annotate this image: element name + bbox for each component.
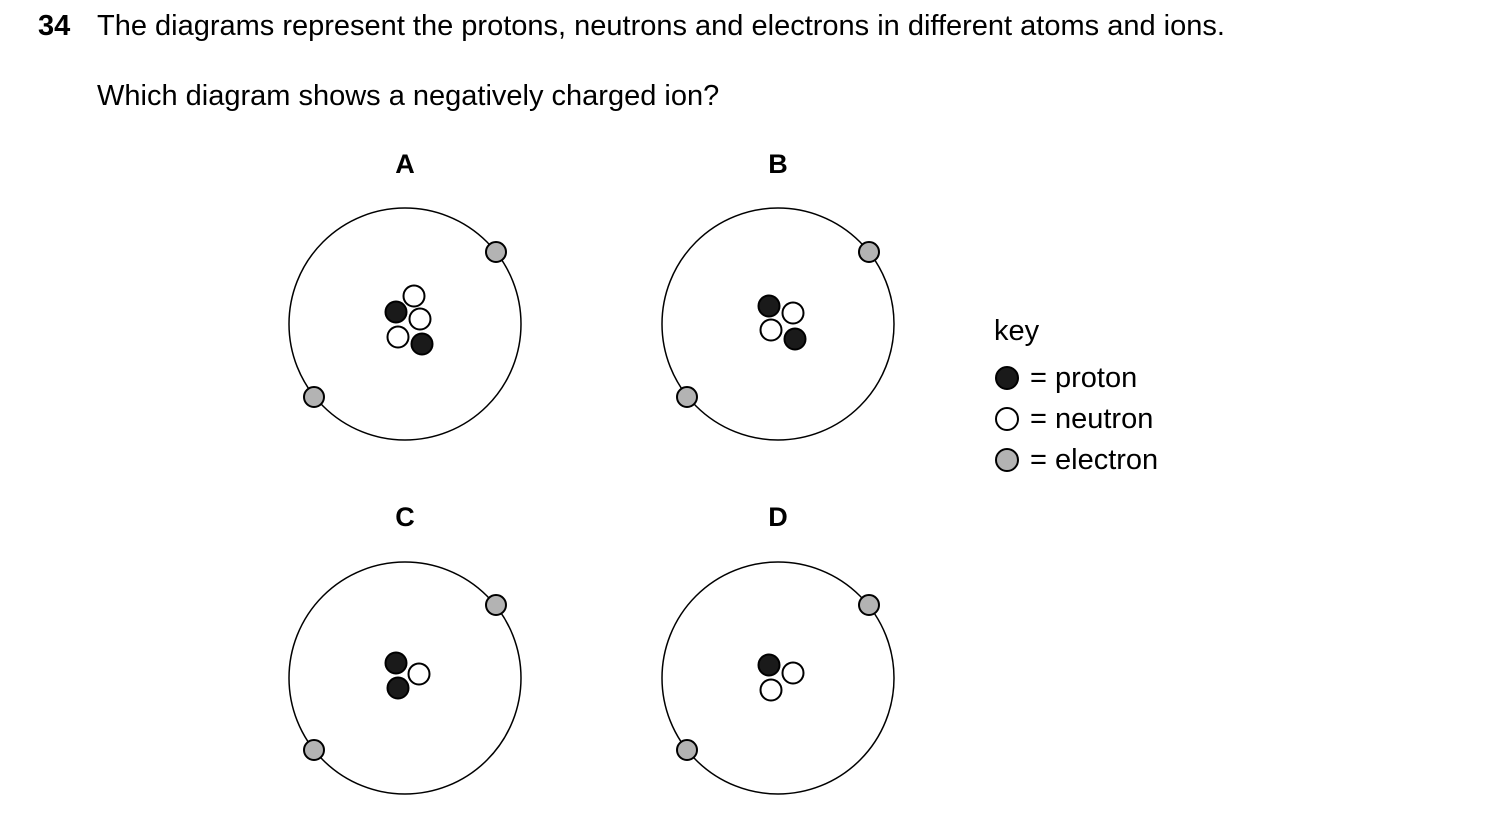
key-electron-label: = electron: [1030, 444, 1159, 476]
neutron: [386, 325, 410, 349]
proton: [386, 676, 410, 700]
proton: [410, 332, 434, 356]
question-number: 34: [38, 10, 71, 42]
proton: [757, 294, 781, 318]
electron: [485, 241, 507, 263]
key-proton-symbol: [995, 366, 1019, 390]
neutron: [402, 284, 426, 308]
proton: [384, 651, 408, 675]
electron-shell: [288, 207, 522, 441]
question-prompt: Which diagram shows a negatively charged…: [97, 80, 720, 112]
option-label-b: B: [768, 149, 788, 179]
option-label-c: C: [395, 502, 415, 532]
electron: [303, 739, 325, 761]
neutron: [781, 661, 805, 685]
atom-diagram-c: [288, 561, 522, 795]
neutron: [407, 662, 431, 686]
key-title: key: [994, 315, 1040, 347]
atom-diagram-b: [661, 207, 895, 441]
key-neutron-label: = neutron: [1030, 403, 1154, 435]
proton: [384, 300, 408, 324]
option-label-a: A: [395, 149, 415, 179]
question-text: The diagrams represent the protons, neut…: [97, 10, 1225, 42]
electron-shell: [661, 561, 895, 795]
electron-shell: [288, 561, 522, 795]
electron: [858, 241, 880, 263]
neutron: [759, 318, 783, 342]
proton: [783, 327, 807, 351]
neutron: [408, 307, 432, 331]
neutron: [781, 301, 805, 325]
electron: [485, 594, 507, 616]
atom-diagram-d: [661, 561, 895, 795]
electron: [858, 594, 880, 616]
electron: [676, 386, 698, 408]
electron: [676, 739, 698, 761]
electron-shell: [661, 207, 895, 441]
neutron: [759, 678, 783, 702]
key-neutron-symbol: [995, 407, 1019, 431]
option-label-d: D: [768, 502, 788, 532]
key-proton-label: = proton: [1030, 362, 1138, 394]
atom-diagram-a: [288, 207, 522, 441]
electron: [303, 386, 325, 408]
proton: [757, 653, 781, 677]
key-electron-symbol: [995, 448, 1019, 472]
key-symbols: [995, 366, 1019, 472]
